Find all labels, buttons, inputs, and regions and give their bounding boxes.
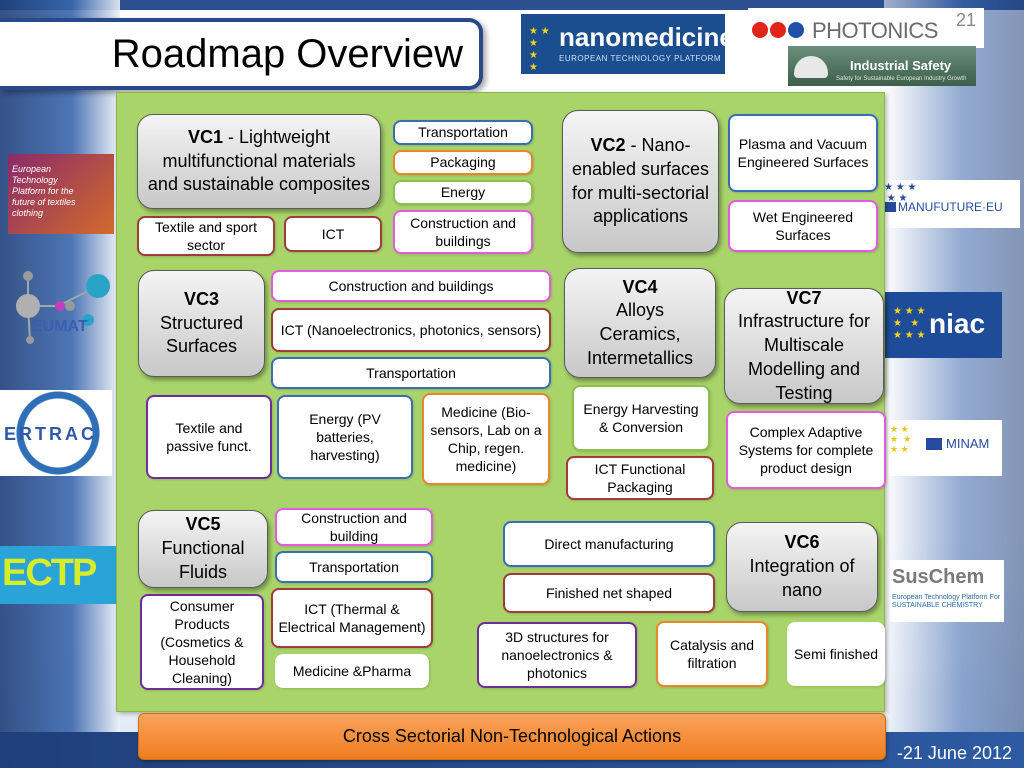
vc2-code: VC2 xyxy=(590,135,626,155)
vc7-complex: Complex Adaptive Systems for complete pr… xyxy=(726,411,886,489)
vc1-packaging: Packaging xyxy=(393,150,533,175)
vc6-title: Integration of nano xyxy=(749,556,855,600)
nanomedicine-logo-name: nanomedicine xyxy=(559,22,725,52)
vc3-code: VC3 xyxy=(183,288,219,309)
industrial-safety-name: Industrial Safety xyxy=(850,58,952,73)
vc5-construction: Construction and building xyxy=(275,508,433,546)
vc1-energy: Energy xyxy=(393,180,533,205)
minam-logo: ★ ★★ ★★ ★ MINAM xyxy=(888,420,1002,476)
right-decoration xyxy=(884,0,1024,768)
vc3-transportation: Transportation xyxy=(271,357,551,389)
vc6-finished: Finished net shaped xyxy=(503,573,715,613)
eu-stars-icon: ★ ★ ★ ★ ★ xyxy=(884,182,917,204)
niac-logo-name: niac xyxy=(929,308,986,339)
suschem-logo: SusChem European Technology Platform For… xyxy=(890,560,1004,622)
vc4-code: VC4 xyxy=(622,276,658,297)
vc7-box: VC7 Infrastructure for Multiscale Modell… xyxy=(724,288,884,404)
vc5-medicine: Medicine &Pharma xyxy=(275,654,429,688)
vc1-box: VC1 - Lightweight multifunctional materi… xyxy=(137,114,381,209)
vc5-ict: ICT (Thermal & Electrical Management) xyxy=(271,588,433,648)
vc3-energy: Energy (PV batteries, harvesting) xyxy=(277,395,413,479)
molecule-icon xyxy=(16,271,110,344)
textiles-platform-logo: European Technology Platform for the fut… xyxy=(8,154,114,234)
eu-stars-icon: ★ ★ ★★ ★★ ★ ★ xyxy=(529,26,550,73)
vc4-energy: Energy Harvesting & Conversion xyxy=(572,385,710,451)
manufuture-logo: ★ ★ ★ ★ ★ MANUFUTURE·EU xyxy=(880,180,1020,228)
ectp-logo: ECTP xyxy=(0,546,116,604)
ertrac-logo: ERTRAC xyxy=(0,390,112,476)
vc3-construction: Construction and buildings xyxy=(271,270,551,302)
eumat-logo: EUMAT xyxy=(8,268,120,346)
photonics21-logo: PHOTONICS 21 xyxy=(748,8,984,48)
vc2-title: - Nano-enabled surfaces for multi-sector… xyxy=(571,135,710,227)
manufuture-logo-name: MANUFUTURE·EU xyxy=(898,200,1003,214)
vc7-title: Infrastructure for Multiscale Modelling … xyxy=(737,311,871,403)
vc4-ict: ICT Functional Packaging xyxy=(566,456,714,500)
vc6-box: VC6 Integration of nano xyxy=(726,522,878,612)
suschem-logo-tagline: European Technology Platform For SUSTAIN… xyxy=(892,594,1001,609)
suschem-logo-name: SusChem xyxy=(892,566,985,588)
eumat-logo-name: EUMAT xyxy=(32,318,88,335)
vc2-plasma: Plasma and Vacuum Engineered Surfaces xyxy=(728,114,878,192)
eu-stars-icon: ★ ★ ★★ ★★ ★ ★ xyxy=(893,306,926,341)
vc6-catalysis: Catalysis and filtration xyxy=(656,621,768,687)
red-dot-icon xyxy=(752,22,768,38)
vc2-wet: Wet Engineered Surfaces xyxy=(728,200,878,252)
photonics-logo-name: PHOTONICS xyxy=(812,18,938,43)
textiles-logo-text: European Technology Platform for the fut… xyxy=(12,164,76,218)
slide-title: Roadmap Overview xyxy=(111,32,463,76)
vc5-consumer: Consumer Products (Cosmetics & Household… xyxy=(140,594,264,690)
top-band xyxy=(0,0,1024,10)
vc5-box: VC5 Functional Fluids xyxy=(138,510,268,588)
ectp-logo-name: ECTP xyxy=(2,552,97,594)
vc5-title: Functional Fluids xyxy=(161,538,245,582)
nanomedicine-logo: ★ ★ ★★ ★★ ★ ★ nanomedicine EUROPEAN TECH… xyxy=(521,14,725,74)
vc4-title: Alloys Ceramics, Intermetallics xyxy=(586,300,694,368)
vc3-textile: Textile and passive funct. xyxy=(146,395,272,479)
vc1-code: VC1 xyxy=(187,126,223,147)
vc6-semi: Semi finished xyxy=(787,622,885,686)
eu-flag-icon xyxy=(926,438,942,450)
footer-date: -21 June 2012 xyxy=(896,743,1012,763)
eu-stars-icon: ★ ★★ ★★ ★ xyxy=(890,424,912,454)
minam-logo-name: MINAM xyxy=(946,436,990,451)
vc3-ict: ICT (Nanoelectronics, photonics, sensors… xyxy=(271,308,551,352)
nanomedicine-logo-tagline: EUROPEAN TECHNOLOGY PLATFORM xyxy=(559,54,722,63)
vc6-direct: Direct manufacturing xyxy=(503,521,715,567)
vc2-box: VC2 - Nano-enabled surfaces for multi-se… xyxy=(562,110,719,253)
vc3-title: Structured Surfaces xyxy=(159,312,244,357)
vc1-construction: Construction and buildings xyxy=(393,210,533,254)
vc5-transportation: Transportation xyxy=(275,551,433,583)
photonics-logo-sup: 21 xyxy=(956,10,977,30)
blue-dot-icon xyxy=(788,22,804,38)
vc4-box: VC4 Alloys Ceramics, Intermetallics xyxy=(564,268,716,378)
niac-logo: ★ ★ ★★ ★★ ★ ★ niac xyxy=(885,292,1002,358)
industrial-safety-tagline: Safety for Sustainable European Industry… xyxy=(836,76,967,82)
industrial-safety-logo: Industrial Safety Safety for Sustainable… xyxy=(788,46,976,86)
vc1-ict: ICT xyxy=(284,216,382,252)
cross-sectorial-bar: Cross Sectorial Non-Technological Action… xyxy=(138,713,886,760)
vc6-structures: 3D structures for nanoelectronics & phot… xyxy=(477,622,637,688)
vc6-code: VC6 xyxy=(784,532,820,553)
helmet-icon xyxy=(794,56,828,78)
vc5-code: VC5 xyxy=(185,514,221,535)
ertrac-logo-name: ERTRAC xyxy=(4,424,97,444)
vc3-medicine: Medicine (Bio-sensors, Lab on a Chip, re… xyxy=(422,393,550,485)
title-box: Roadmap Overview xyxy=(0,18,483,90)
vc3-box: VC3 Structured Surfaces xyxy=(138,270,265,377)
eu-flag-icon xyxy=(882,202,896,212)
vc1-transportation: Transportation xyxy=(393,120,533,145)
red-dot-icon xyxy=(770,22,786,38)
left-decoration xyxy=(0,0,120,768)
vc1-title: - Lightweight multifunctional materials … xyxy=(147,126,371,195)
vc1-textile: Textile and sport sector xyxy=(137,216,275,256)
vc7-code: VC7 xyxy=(786,287,822,308)
